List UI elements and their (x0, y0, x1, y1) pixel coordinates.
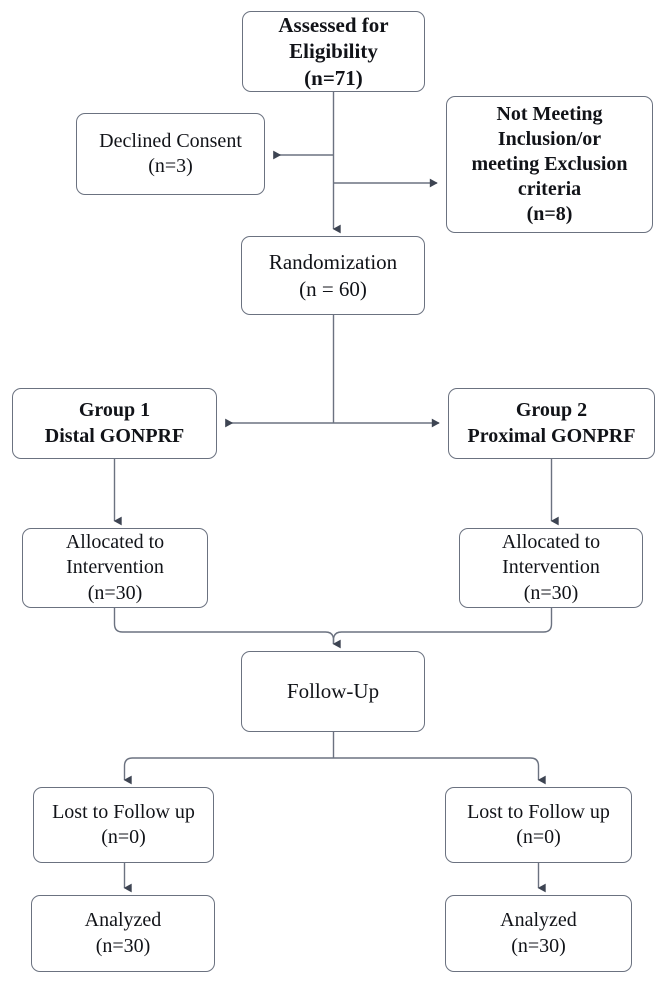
node-follow-up-label: Follow-Up (286, 679, 380, 704)
node-declined-consent[interactable]: Declined Consent (n=3) (76, 113, 265, 195)
node-lost-to-follow-up-left[interactable]: Lost to Follow up (n=0) (33, 787, 214, 863)
node-lost-to-follow-up-right-label: Lost to Follow up (n=0) (467, 800, 610, 848)
node-follow-up[interactable]: Follow-Up (241, 651, 425, 732)
node-analyzed-right-label: Analyzed (n=30) (500, 909, 577, 957)
node-assessed-for-eligibility-label: Assessed for Eligibility (n=71) (278, 12, 389, 90)
node-allocated-intervention-right-label: Allocated to Intervention (n=30) (501, 531, 601, 604)
node-analyzed-right[interactable]: Analyzed (n=30) (445, 895, 632, 972)
node-group-1-label: Group 1 Distal GONPRF (44, 399, 185, 447)
node-allocated-intervention-left[interactable]: Allocated to Intervention (n=30) (22, 528, 208, 608)
node-randomization[interactable]: Randomization (n = 60) (241, 236, 425, 315)
node-group-2[interactable]: Group 2 Proximal GONPRF (448, 388, 655, 459)
node-analyzed-left-label: Analyzed (n=30) (84, 909, 162, 957)
node-assessed-for-eligibility[interactable]: Assessed for Eligibility (n=71) (242, 11, 425, 92)
node-analyzed-left[interactable]: Analyzed (n=30) (31, 895, 215, 972)
node-allocated-intervention-left-label: Allocated to Intervention (n=30) (65, 531, 165, 604)
node-declined-consent-label: Declined Consent (n=3) (99, 129, 242, 177)
node-not-meeting-criteria[interactable]: Not Meeting Inclusion/or meeting Exclusi… (446, 96, 653, 233)
node-lost-to-follow-up-right[interactable]: Lost to Follow up (n=0) (445, 787, 632, 863)
edge-followup-to-lost1 (123, 757, 334, 785)
node-group-1[interactable]: Group 1 Distal GONPRF (12, 388, 217, 459)
node-lost-to-follow-up-left-label: Lost to Follow up (n=0) (52, 800, 195, 848)
node-randomization-label: Randomization (n = 60) (268, 250, 398, 301)
edge-followup-to-lost2 (333, 757, 546, 785)
edge-alloc1-to-merge (113, 608, 335, 644)
node-allocated-intervention-right[interactable]: Allocated to Intervention (n=30) (459, 528, 643, 608)
edge-alloc2-to-merge (332, 608, 553, 649)
node-group-2-label: Group 2 Proximal GONPRF (467, 399, 636, 447)
node-not-meeting-criteria-label: Not Meeting Inclusion/or meeting Exclusi… (471, 102, 628, 226)
